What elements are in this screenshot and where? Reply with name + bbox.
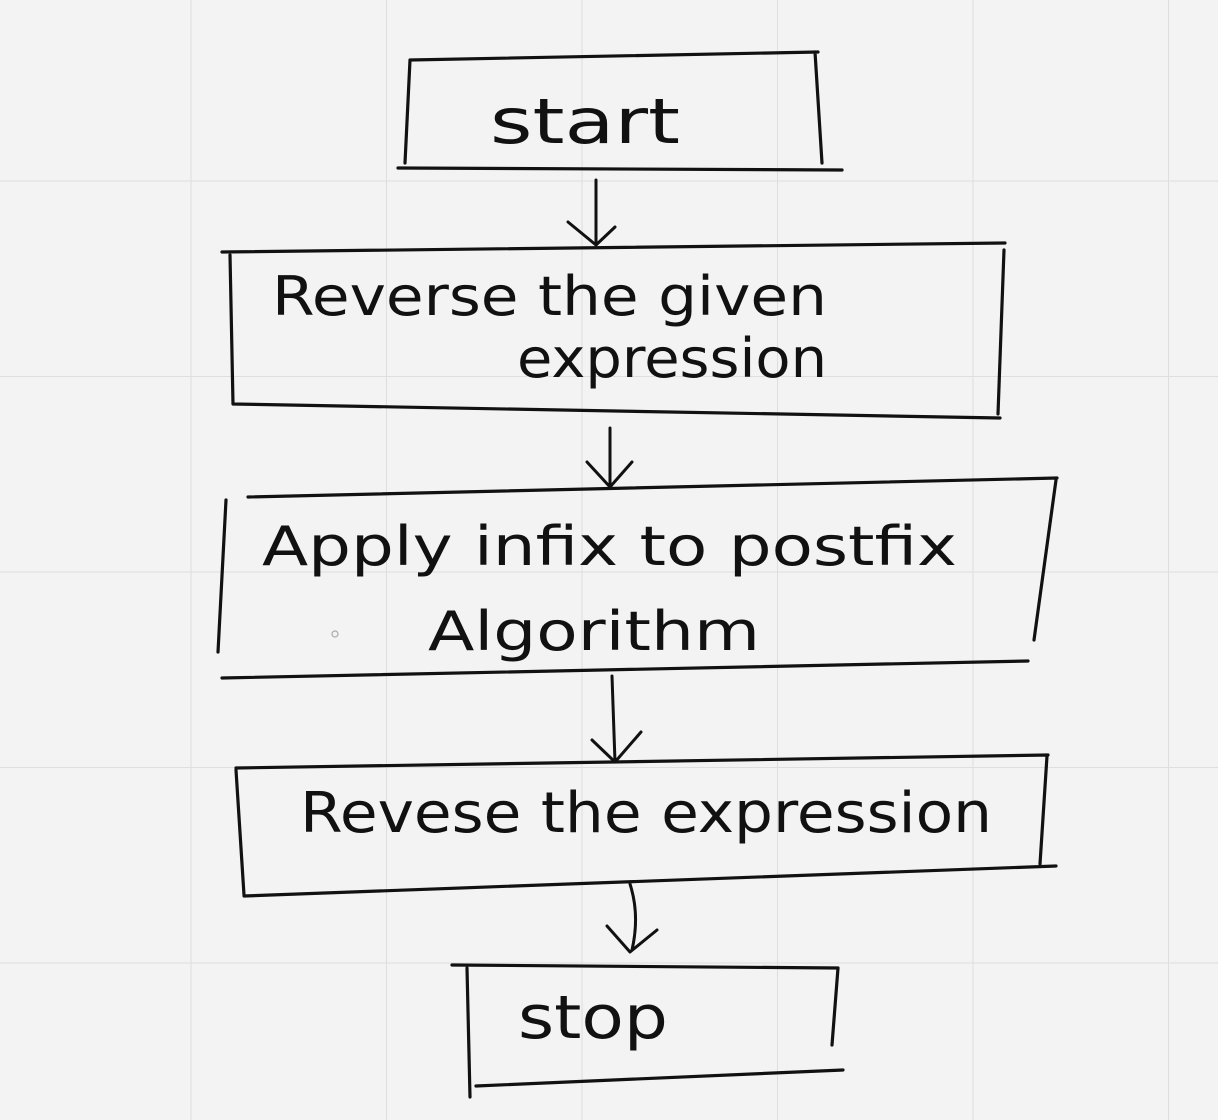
flow-arrow-4 [605,882,659,954]
flow-node-apply-algorithm: Apply infix to postfix Algorithm [216,476,1059,680]
node-border [396,50,844,172]
flow-node-reverse-expression: Revese the expression [234,753,1058,898]
node-label: stop [518,983,668,1053]
flow-arrow-2 [585,426,634,489]
flow-node-start: start [396,50,844,172]
node-label-line-1: Apply infix to postfix [262,515,957,578]
flow-arrow-3 [590,674,643,764]
node-label-line-2: Algorithm [428,600,760,663]
node-border [450,963,845,1099]
stray-dot [331,630,339,638]
flow-node-reverse-given: Reverse the given expression [220,241,1007,420]
node-border [216,476,1059,680]
node-label: Revese the expression [300,781,992,846]
node-label-line-1: Reverse the given [272,265,827,328]
node-label: start [490,85,680,158]
node-label-line-2: expression [517,327,827,390]
node-border [220,241,1007,420]
flow-node-stop: stop [450,963,845,1099]
flow-arrow-1 [566,178,617,247]
node-border [234,753,1058,898]
